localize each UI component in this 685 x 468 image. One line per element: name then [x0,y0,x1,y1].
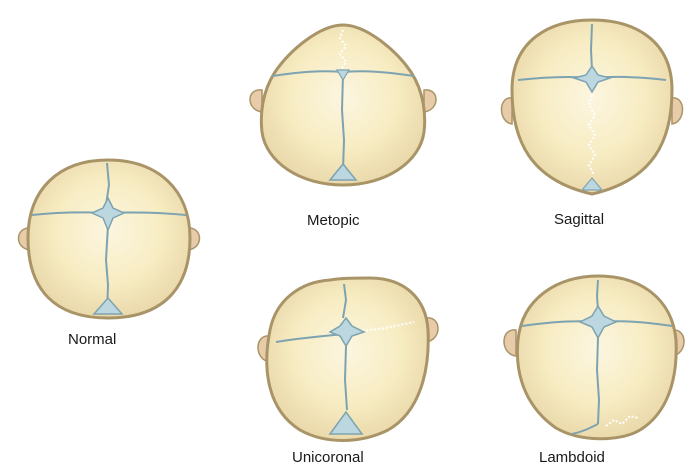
skull-unicoronal [258,278,438,441]
ear-right-icon [672,98,683,124]
ear-left-icon [250,90,262,112]
ear-left-icon [504,330,516,356]
label-sagittal: Sagittal [554,211,604,228]
ear-left-icon [502,98,513,124]
skull-metopic [250,25,436,185]
skull-sagittal [502,20,683,194]
ear-right-icon [424,90,436,112]
label-metopic: Metopic [307,212,360,229]
skull-lambdoid [504,276,684,439]
skull-normal [19,160,200,318]
frontal-suture [591,24,592,70]
label-normal: Normal [68,331,116,348]
label-lambdoid: Lambdoid [539,449,605,466]
label-unicoronal: Unicoronal [292,449,364,466]
